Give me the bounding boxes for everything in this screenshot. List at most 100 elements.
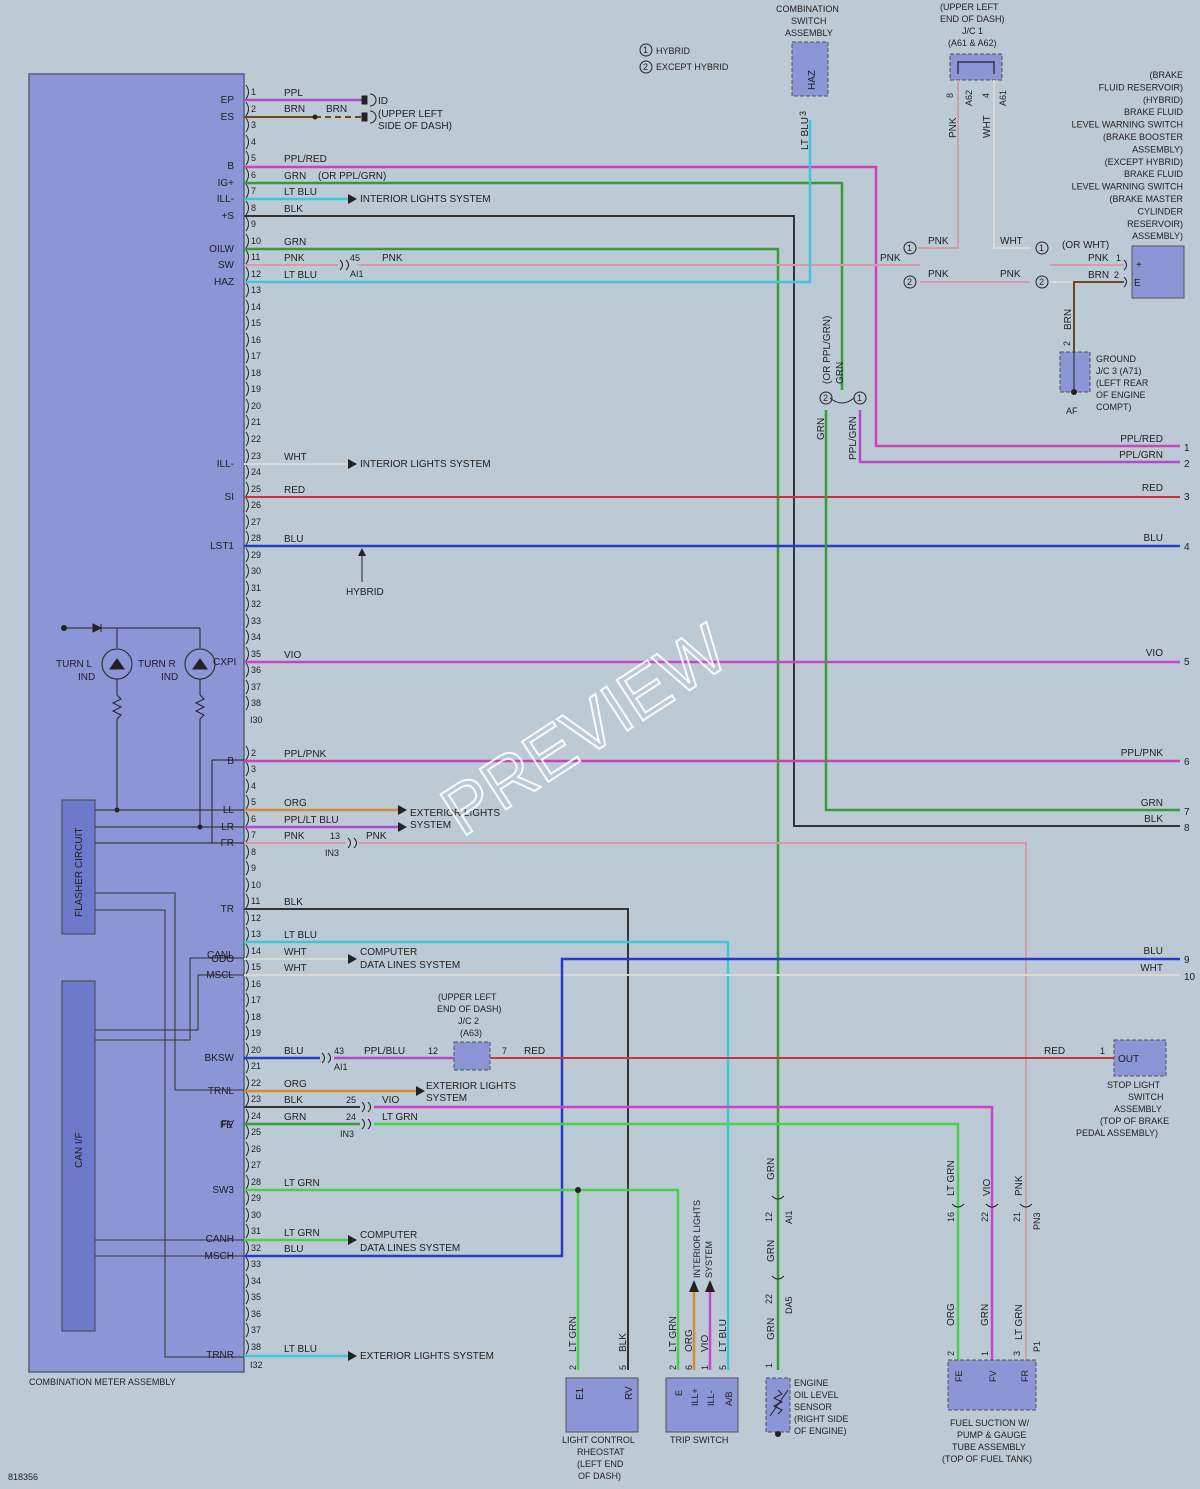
pin-i32-9: 9 <box>245 860 256 876</box>
brake-fluid-line: (EXCEPT HYBRID) <box>1105 157 1183 167</box>
pin-number: 13 <box>251 929 261 939</box>
legend-except-hybrid: EXCEPT HYBRID <box>656 62 729 72</box>
pin-label: MSCH <box>205 1251 234 1262</box>
pin-number: 27 <box>251 517 261 527</box>
legend: 1 HYBRID 2 EXCEPT HYBRID <box>639 43 729 74</box>
svg-text:2: 2 <box>668 1365 678 1370</box>
pin-socket <box>245 101 249 117</box>
right-wire-color: VIO <box>1146 648 1163 659</box>
trip-switch <box>665 1377 739 1433</box>
pin-label: ILL- <box>217 194 234 205</box>
pin-label-fe: FE <box>220 1120 233 1131</box>
pin-socket <box>245 249 249 265</box>
pin-socket <box>245 563 249 579</box>
pin-socket <box>245 183 249 199</box>
svg-text:RED: RED <box>284 485 305 496</box>
svg-text:PNK: PNK <box>928 269 949 280</box>
svg-text:LT GRN: LT GRN <box>946 1160 957 1196</box>
pin-number: 2 <box>251 748 256 758</box>
connector-i30-label: I30 <box>250 715 263 725</box>
wire-label-ppl: PPL <box>284 88 303 99</box>
pin-socket <box>245 1306 249 1322</box>
svg-text:1: 1 <box>857 393 862 403</box>
id-connector-icon <box>361 93 377 124</box>
wire-sw3-lt-grn <box>244 1188 680 1370</box>
preview-watermark: PREVIEW <box>428 609 741 850</box>
wire-jc1-pnk <box>918 80 959 249</box>
svg-text:OIL LEVEL: OIL LEVEL <box>794 1390 839 1400</box>
pin-socket <box>245 1322 249 1338</box>
svg-text:LT BLU: LT BLU <box>284 270 317 281</box>
pin-socket <box>245 1174 249 1190</box>
svg-text:A/B: A/B <box>724 1391 734 1406</box>
pin-socket <box>245 398 249 414</box>
pin-socket <box>245 414 249 430</box>
svg-text:EXTERIOR LIGHTS: EXTERIOR LIGHTS <box>410 808 500 819</box>
svg-text:(TOP OF FUEL TANK): (TOP OF FUEL TANK) <box>942 1454 1032 1464</box>
pin-socket <box>245 547 249 563</box>
pin-label: +S <box>221 211 234 222</box>
brake-fluid-line: BRAKE FLUID <box>1124 107 1184 117</box>
pin-number: 8 <box>251 847 256 857</box>
svg-text:ORG: ORG <box>684 1329 695 1352</box>
pin-number: 30 <box>251 1210 261 1220</box>
svg-text:SWITCH: SWITCH <box>791 16 827 26</box>
svg-text:E1: E1 <box>575 1387 586 1400</box>
svg-text:LT GRN: LT GRN <box>1014 1304 1025 1340</box>
svg-text:LT GRN: LT GRN <box>668 1316 679 1352</box>
brake-fluid-line: ASSEMBLY) <box>1132 144 1183 154</box>
svg-text:PPL/BLU: PPL/BLU <box>364 1046 405 1057</box>
pin-number: 5 <box>251 797 256 807</box>
pin-socket <box>245 464 249 480</box>
pin-i30-20: 20 <box>245 398 261 414</box>
pin-number: 14 <box>251 946 261 956</box>
pin-number: 29 <box>251 1193 261 1203</box>
svg-text:(RIGHT SIDE: (RIGHT SIDE <box>794 1414 848 1424</box>
svg-text:ORG: ORG <box>284 798 307 809</box>
pin-label: EP <box>221 95 235 106</box>
svg-text:(OR WHT): (OR WHT) <box>1062 240 1109 251</box>
pin-i30-26: 26 <box>245 497 261 513</box>
svg-text:EXTERIOR LIGHTS SYSTEM: EXTERIOR LIGHTS SYSTEM <box>360 1351 494 1362</box>
svg-text:GRN: GRN <box>766 1158 777 1180</box>
svg-text:1: 1 <box>1100 1046 1105 1056</box>
pin-socket <box>245 1289 249 1305</box>
right-wire-color: GRN <box>1141 798 1163 809</box>
wire-oilw-grn <box>244 247 780 1370</box>
pin-i32-33: 33 <box>245 1256 261 1272</box>
svg-text:1: 1 <box>907 243 912 253</box>
pin-i30-21: 21 <box>245 414 261 430</box>
wire-ig-grn <box>244 181 844 390</box>
pin-i32-29: 29 <box>245 1190 261 1206</box>
turn-l-label: TURN L <box>56 659 93 670</box>
wire-label-msch-blu: BLU <box>284 1244 303 1255</box>
svg-text:12: 12 <box>428 1046 438 1056</box>
pin-i32-12: 12 <box>245 910 261 926</box>
pin-socket <box>245 84 249 100</box>
pin-i32-10: 10 <box>245 877 261 893</box>
pin-socket <box>245 134 249 150</box>
pin-label: HAZ <box>214 277 234 288</box>
pin-socket <box>245 381 249 397</box>
id-connector-label: ID <box>378 96 388 107</box>
pin-socket <box>245 943 249 959</box>
pin-number: 38 <box>251 698 261 708</box>
svg-text:AF: AF <box>1066 406 1078 416</box>
svg-text:(LEFT REAR: (LEFT REAR <box>1096 378 1149 388</box>
pin-socket <box>245 1075 249 1091</box>
pin-label: ILL- <box>217 459 234 470</box>
svg-text:PPL/GRN: PPL/GRN <box>848 416 859 460</box>
right-wire-color: BLK <box>1144 814 1163 825</box>
svg-text:22: 22 <box>980 1212 990 1222</box>
svg-text:(A63): (A63) <box>460 1028 482 1038</box>
svg-text:LIGHT CONTROL: LIGHT CONTROL <box>562 1435 635 1445</box>
stop-light-switch <box>1113 1039 1167 1077</box>
right-wire-color: RED <box>1142 483 1163 494</box>
right-wire-number: 5 <box>1184 657 1190 668</box>
pin-i32-23: 23 <box>245 1091 261 1107</box>
